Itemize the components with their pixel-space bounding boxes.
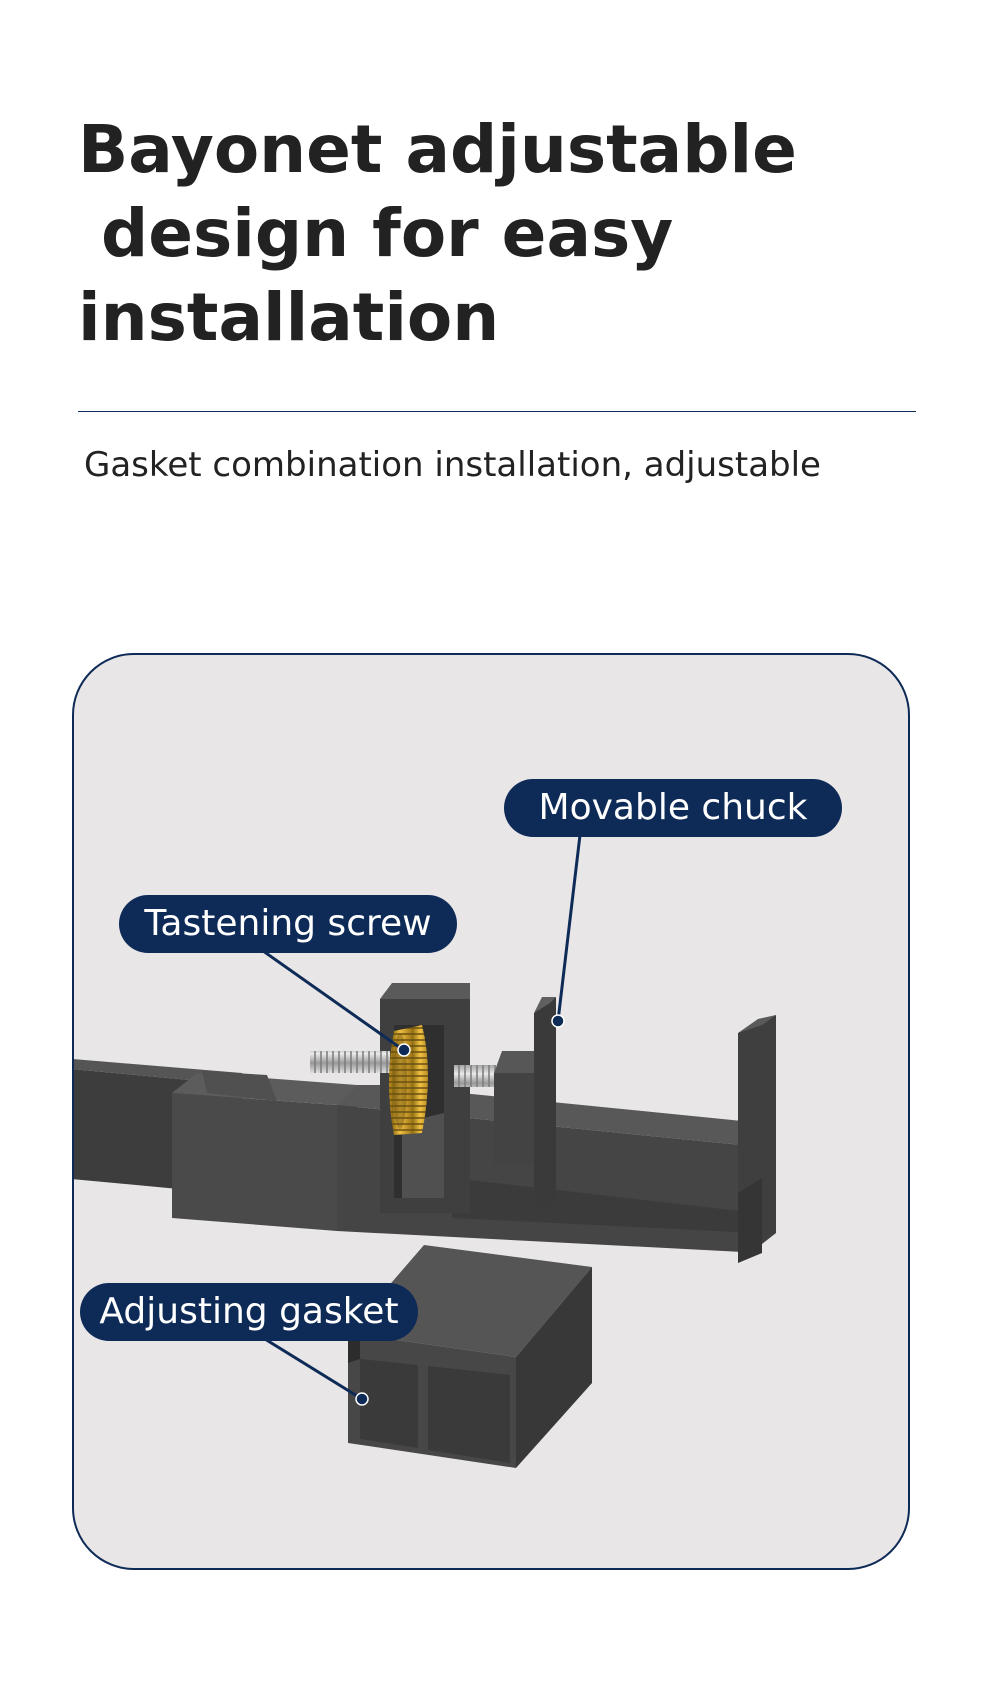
adjusting-gasket: [348, 1245, 592, 1468]
rod-sleeve: [172, 1071, 357, 1231]
screw-thread-right: [454, 1065, 496, 1087]
product-diagram-panel: Movable chuck Tastening screw Adjusting …: [72, 653, 910, 1570]
bracket-illustration: [74, 834, 776, 1468]
title-line-1: Bayonet adjustable: [78, 111, 797, 188]
subtitle: Gasket combination installation, adjusta…: [84, 445, 821, 485]
title-line-2: design for easy: [78, 195, 674, 272]
screw-thread-left: [310, 1051, 390, 1073]
bracket-end-wall: [738, 1015, 776, 1263]
page-title: Bayonet adjustable design for easy insta…: [78, 108, 878, 360]
title-line-3: installation: [78, 279, 500, 356]
leader-dot-chuck: [551, 1014, 565, 1028]
leader-dot-screw: [397, 1043, 411, 1057]
title-divider: [78, 411, 916, 412]
label-movable-chuck: Movable chuck: [504, 779, 842, 837]
leader-dot-gasket: [355, 1392, 369, 1406]
leader-line-chuck: [556, 834, 582, 1022]
fastening-knob: [389, 1025, 428, 1135]
movable-chuck: [494, 997, 556, 1213]
label-adjusting-gasket: Adjusting gasket: [80, 1283, 418, 1341]
label-fastening-screw: Tastening screw: [119, 895, 457, 953]
